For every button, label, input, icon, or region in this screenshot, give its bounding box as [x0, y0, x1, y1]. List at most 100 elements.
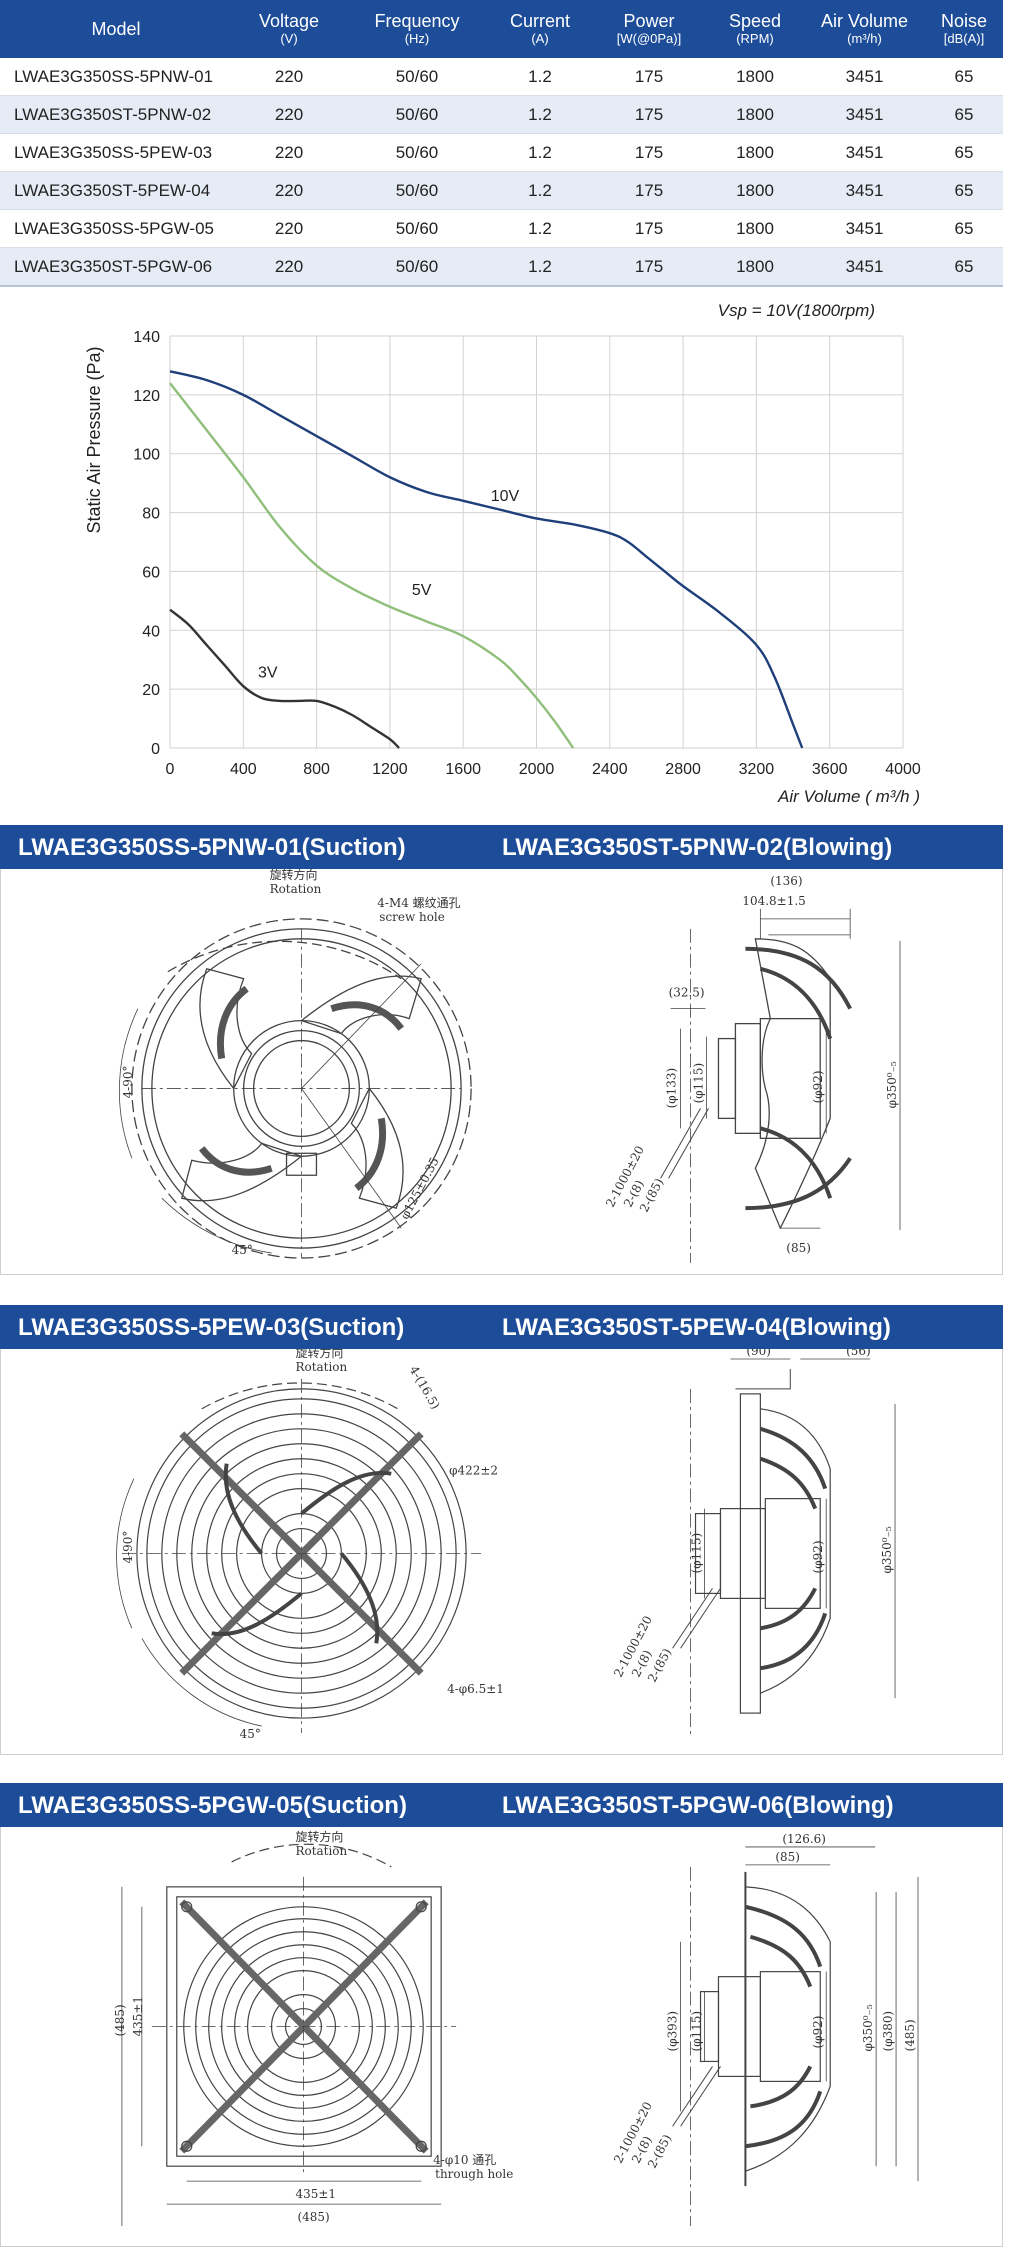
cell-model: LWAE3G350ST-5PEW-04 — [0, 171, 232, 210]
cell-frequency: 50/60 — [346, 209, 488, 248]
chart-x-tick-label: 1200 — [372, 761, 408, 778]
table-row: LWAE3G350SS-5PGW-05 220 50/60 1.2 175 18… — [0, 209, 1003, 248]
table-row: LWAE3G350SS-5PEW-03 220 50/60 1.2 175 18… — [0, 133, 1003, 172]
drawing-panel-pgw: 旋转方向 Rotation (485) 435±1 435±1 (485) 4-… — [0, 1827, 1003, 2247]
rotation-label: Rotation — [295, 1844, 347, 1858]
dim-350: φ350⁰₋₅ — [861, 2004, 875, 2051]
cell-voltage: 220 — [232, 171, 346, 210]
cell-model: LWAE3G350SS-5PNW-01 — [0, 58, 232, 96]
chart-x-tick-label: 1600 — [445, 761, 481, 778]
chart-x-tick-label: 400 — [230, 761, 257, 778]
section-title-pgw-suction: LWAE3G350SS-5PGW-05(Suction) — [18, 1792, 407, 1819]
dim-435-vertical: 435±1 — [131, 1996, 145, 2037]
rotation-label-cn: 旋转方向 — [295, 1829, 343, 1844]
dim-485-horizontal: (485) — [297, 2210, 329, 2224]
dim-90: (90) — [746, 1349, 771, 1358]
spec-table-header: Model Voltage(V) Frequency(Hz) Current(A… — [0, 0, 1003, 58]
hole-label: through hole — [435, 2167, 513, 2181]
dim-32: (32.5) — [669, 986, 705, 1000]
col-header-power: Power[W(@0Pa)] — [592, 0, 706, 58]
cell-power: 175 — [592, 171, 706, 210]
section-title-pgw-blowing: LWAE3G350ST-5PGW-06(Blowing) — [502, 1792, 894, 1819]
pcd-label: φ125±0.35 — [398, 1155, 442, 1222]
dim-115: (φ115) — [690, 2011, 704, 2052]
chart-series-label-5V: 5V — [412, 582, 432, 599]
rotation-label-cn: 旋转方向 — [296, 1349, 344, 1360]
pnw-blowing-side-view — [660, 908, 901, 1264]
cell-current: 1.2 — [488, 133, 592, 172]
cell-power: 175 — [592, 209, 706, 248]
chart-series-label-3V: 3V — [258, 664, 278, 681]
chart-grid — [169, 335, 904, 749]
cell-air-volume: 3451 — [804, 171, 925, 210]
col-header-current: Current(A) — [488, 0, 592, 58]
hole-label: screw hole — [379, 910, 445, 924]
pew-suction-front-view — [116, 1378, 482, 1734]
cell-air-volume: 3451 — [804, 58, 925, 96]
chart-series-line-3V — [169, 608, 400, 749]
cell-air-volume: 3451 — [804, 95, 925, 134]
cell-model: LWAE3G350SS-5PGW-05 — [0, 209, 232, 248]
drawing-panel-pnw: 旋转方向 Rotation 4-M4 螺纹通孔 screw hole 4-90°… — [0, 869, 1003, 1275]
cell-air-volume: 3451 — [804, 209, 925, 248]
cell-frequency: 50/60 — [346, 95, 488, 134]
pew-drawings: 旋转方向 Rotation 4-(16.5) φ422±2 4-φ6.5±1 4… — [116, 1349, 896, 1741]
col-header-frequency: Frequency(Hz) — [346, 0, 488, 58]
col-header-air-volume: Air Volume(m³/h) — [804, 0, 925, 58]
chart-series-label-10V: 10V — [491, 488, 520, 505]
cell-voltage: 220 — [232, 209, 346, 248]
cell-noise: 65 — [925, 171, 1003, 210]
cell-speed: 1800 — [706, 247, 804, 287]
cell-air-volume: 3451 — [804, 247, 925, 287]
chart-y-tick-label: 20 — [142, 682, 160, 699]
dim-126: (126.6) — [782, 1832, 826, 1846]
angle-45-label: 45° — [232, 1243, 253, 1257]
cell-noise: 65 — [925, 58, 1003, 96]
pnw-suction-front-view — [118, 918, 472, 1259]
chart-x-tick-label: 3200 — [739, 761, 775, 778]
cell-current: 1.2 — [488, 247, 592, 287]
cell-noise: 65 — [925, 247, 1003, 287]
table-row: LWAE3G350ST-5PNW-02 220 50/60 1.2 175 18… — [0, 95, 1003, 134]
cell-current: 1.2 — [488, 95, 592, 134]
dim-393: (φ393) — [666, 2011, 680, 2052]
cell-power: 175 — [592, 95, 706, 134]
cell-voltage: 220 — [232, 247, 346, 287]
angle-45-label: 45° — [240, 1727, 261, 1741]
cell-power: 175 — [592, 58, 706, 96]
cell-speed: 1800 — [706, 209, 804, 248]
dim-85: (85) — [786, 1241, 811, 1255]
chart-annotation: Vsp = 10V(1800rpm) — [718, 301, 875, 320]
section-title-pew-suction: LWAE3G350SS-5PEW-03(Suction) — [18, 1314, 405, 1341]
cell-noise: 65 — [925, 209, 1003, 248]
cell-speed: 1800 — [706, 133, 804, 172]
chart-y-tick-label: 80 — [142, 506, 160, 523]
cell-frequency: 50/60 — [346, 247, 488, 287]
cell-current: 1.2 — [488, 209, 592, 248]
dim-92: (φ92) — [811, 1540, 825, 1573]
cell-voltage: 220 — [232, 133, 346, 172]
chart-x-tick-label: 3600 — [812, 761, 848, 778]
dim-115: (φ115) — [690, 1533, 704, 1574]
cell-current: 1.2 — [488, 171, 592, 210]
dim-104: 104.8±1.5 — [742, 894, 805, 908]
chart-x-tick-label: 0 — [166, 761, 175, 778]
hole-label-cn: 4-φ10 通孔 — [433, 2153, 496, 2167]
cell-voltage: 220 — [232, 95, 346, 134]
rotation-label-cn: 旋转方向 — [270, 869, 318, 882]
dim-380: (φ380) — [881, 2011, 895, 2052]
chart-x-tick-label: 2000 — [519, 761, 555, 778]
chart-x-tick-label: 800 — [303, 761, 330, 778]
pgw-blowing-side-view — [672, 1846, 919, 2227]
section-title-pnw-suction: LWAE3G350SS-5PNW-01(Suction) — [18, 834, 406, 861]
pgw-suction-labels: 旋转方向 Rotation (485) 435±1 435±1 (485) 4-… — [113, 1829, 513, 2224]
pew-blowing-side-view — [672, 1358, 896, 1739]
pnw-suction-labels: 旋转方向 Rotation 4-M4 螺纹通孔 screw hole 4-90°… — [121, 869, 461, 1257]
dim-85: (85) — [775, 1850, 800, 1864]
cell-air-volume: 3451 — [804, 133, 925, 172]
chart-series-line-10V — [169, 370, 804, 749]
dim-485-vertical: (485) — [113, 2004, 127, 2036]
